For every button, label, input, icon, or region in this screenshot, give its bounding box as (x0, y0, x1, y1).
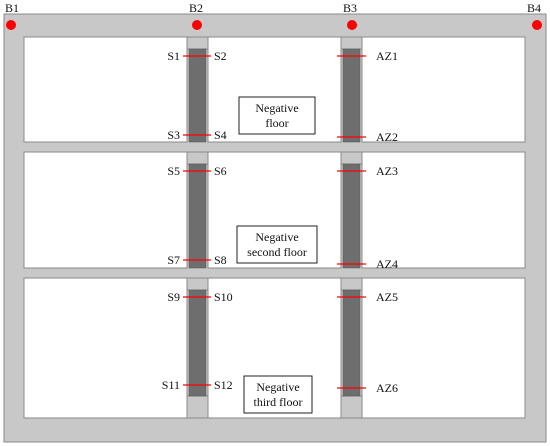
section-label: S1 (167, 49, 180, 63)
room-floor1-left (23, 36, 188, 143)
section-label: S12 (214, 378, 233, 392)
point-b3-marker (347, 20, 357, 30)
point-label-b1: B1 (5, 1, 19, 15)
column-cap (186, 36, 209, 50)
section-label: AZ3 (376, 164, 398, 178)
point-label-b3: B3 (343, 1, 357, 15)
point-b2-marker (192, 20, 202, 30)
section-label: S2 (214, 49, 227, 63)
floor-label-box (236, 225, 318, 264)
section-label: S3 (167, 128, 180, 142)
column-cap (340, 277, 363, 291)
floor-label-line2: second floor (247, 245, 307, 259)
section-label: S6 (214, 164, 227, 178)
section-label: AZ1 (376, 49, 398, 63)
column-b2-floor3 (188, 289, 207, 397)
floor-label-line1: Negative (256, 380, 299, 394)
section-label: AZ4 (376, 257, 398, 271)
monitoring-points: B1 B2 B3 B4 (5, 1, 542, 30)
section-label: AZ5 (376, 290, 398, 304)
column-b2-floor1 (188, 48, 207, 143)
column-b3-floor2 (342, 163, 361, 269)
room-floor3-left (23, 277, 188, 419)
section-label: AZ6 (376, 381, 398, 395)
floor-label-line1: Negative (255, 230, 298, 244)
column-cap (186, 151, 209, 165)
section-label: S4 (214, 128, 227, 142)
column-cap (340, 36, 363, 50)
column-cap (340, 395, 363, 419)
section-label: S5 (167, 164, 180, 178)
column-b3-floor1 (342, 48, 361, 143)
room-floor2-left (23, 151, 188, 269)
point-label-b4: B4 (527, 1, 541, 15)
room-floor1-right (361, 36, 526, 143)
point-b1-marker (6, 20, 16, 30)
point-b4-marker (532, 20, 542, 30)
floor-label-box (238, 96, 316, 135)
room-floor3-right (361, 277, 526, 419)
floor-label-line2: third floor (254, 395, 303, 409)
section-label: S10 (214, 290, 233, 304)
room-floor2-right (361, 151, 526, 269)
column-b2-floor2 (188, 163, 207, 269)
section-label: S8 (214, 253, 227, 267)
point-label-b2: B2 (189, 1, 203, 15)
section-label: S9 (167, 290, 180, 304)
floor-label-line2: floor (265, 116, 288, 130)
column-b3-floor3 (342, 289, 361, 397)
column-cap (186, 277, 209, 291)
column-cap (186, 395, 209, 419)
floor-label-line1: Negative (255, 101, 298, 115)
section-label: AZ2 (376, 130, 398, 144)
section-label: S11 (162, 378, 180, 392)
floor-label-box (243, 375, 313, 414)
column-cap (340, 151, 363, 165)
section-label: S7 (167, 253, 180, 267)
